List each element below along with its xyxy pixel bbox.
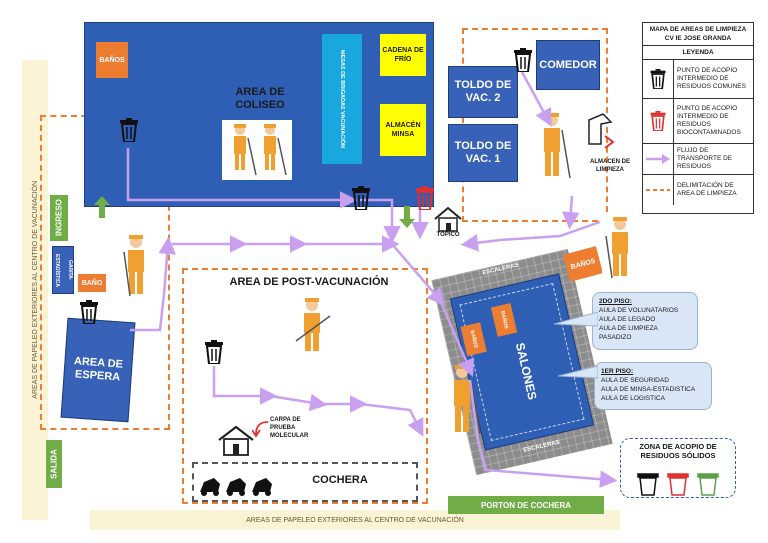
acopio-bins-icon [637, 473, 719, 496]
topico-label: TÓPICO [436, 232, 460, 238]
trash-bin-biocontaminated-coliseo-icon [416, 186, 434, 210]
legend-sym-flow [643, 144, 674, 174]
coliseo-title: AREA DE COLISEO [235, 86, 285, 111]
coliseo-banos: BAÑOS [96, 42, 128, 78]
trash-bin-red-icon [650, 111, 666, 131]
legend-text-bio: PUNTO DE ACOPIO INTERMEDIO DE RESIDUOS B… [677, 105, 741, 136]
legend-title-line2: CV IE JOSE GRANDA [664, 35, 732, 42]
piso1-title: 1ER PISO: [601, 368, 634, 375]
piso2-info: 2DO PISO: AULA DE VOLUNATARIOS AULA DE L… [592, 292, 698, 350]
cochera-area [192, 462, 418, 502]
piso2-item-4: PASADIZO [599, 334, 632, 341]
piso2-title: 2DO PISO: [599, 298, 632, 305]
almacen-limpieza-label: ALMACEN DE LIMPIEZA [590, 159, 630, 173]
cleaning-workers-coliseo-icon [222, 120, 292, 180]
papeleo-strip-left: AREAS DE PAPELEO EXTERIORES AL CENTRO DE… [22, 60, 48, 520]
carpa-pointer-arrow-icon [252, 421, 269, 438]
garita-estadistica: GARITA-ESTADÍSTICA [52, 246, 74, 294]
comedor: COMEDOR [536, 40, 600, 90]
salida-coliseo-arrow-icon [399, 206, 415, 228]
legend-text-delim: DELIMITACIÓN DE AREA DE LIMPIEZA [677, 182, 737, 197]
papeleo-strip-bottom: AREAS DE PAPELEO EXTERIORES AL CENTRO DE… [90, 510, 620, 530]
piso1-item-3: AULA DE LOGISTICA [601, 395, 665, 402]
cars-icon [200, 478, 272, 496]
trash-bin-post-vacunacion-icon [205, 340, 223, 364]
post-vacunacion-title: AREA DE POST-VACUNACIÓN [229, 276, 389, 288]
legend-sym-delim [643, 175, 674, 205]
trash-bin-coliseo-exit-icon [352, 186, 370, 210]
bubble-pointers [553, 311, 598, 379]
zona-acopio-title: ZONA DE ACOPIO DE RESIDUOS SÓLIDOS [639, 442, 717, 460]
piso1-item-1: AULA DE SEGURIDAD [601, 377, 669, 384]
legend-row-flow: FLUJO DE TRANSPORTE DE RESIDUOS [643, 143, 753, 174]
porton-cochera: PORTON DE COCHERA [448, 496, 604, 514]
garita-label: GARITA-ESTADÍSTICA [54, 253, 73, 287]
legend-row-bio: PUNTO DE ACOPIO INTERMEDIO DE RESIDUOS B… [643, 98, 753, 143]
papeleo-bottom-label: AREAS DE PAPELEO EXTERIORES AL CENTRO DE… [246, 516, 464, 524]
piso2-item-1: AULA DE VOLUNATARIOS [599, 307, 679, 314]
piso2-item-3: AULA DE LIMPIEZA [599, 325, 658, 332]
legend-text-common: PUNTO DE ACOPIO INTERMEDIO DE RESIDUOS C… [677, 67, 746, 90]
dashed-line-icon [646, 189, 670, 191]
legend-title-line1: MAPA DE AREAS DE LIMPIEZA [649, 26, 747, 33]
zona-acopio: ZONA DE ACOPIO DE RESIDUOS SÓLIDOS [620, 438, 736, 498]
almacen-limpieza-arrow-icon [588, 113, 615, 149]
legend-heading: LEYENDA [643, 45, 753, 59]
trash-bin-coliseo-icon [120, 118, 138, 142]
trash-bin-toldos-icon [514, 48, 532, 72]
piso2-item-2: AULA DE LEGADO [599, 316, 656, 323]
cleaning-worker-post-vacunacion-icon [295, 298, 331, 351]
legend-title: MAPA DE AREAS DE LIMPIEZA CV IE JOSE GRA… [643, 23, 753, 45]
cochera-label: COCHERA [312, 474, 368, 486]
cadena-frio: CADENA DE FRÍO [380, 34, 426, 76]
almacen-minsa: ALMACÉN MINSA [380, 104, 426, 156]
cleaning-worker-entrance-icon [120, 232, 156, 298]
topico-house-icon [434, 206, 462, 232]
brigadas-label: MESAS DE BRIGADAS VACUNACIÓN [339, 50, 345, 148]
trash-bin-black-icon [650, 69, 666, 89]
legend-sym-common [643, 60, 674, 98]
ingreso-arrow-icon [94, 196, 110, 218]
legend-row-common: PUNTO DE ACOPIO INTERMEDIO DE RESIDUOS C… [643, 59, 753, 98]
legend-text-flow: FLUJO DE TRANSPORTE DE RESIDUOS [677, 147, 733, 170]
toldo-vac-1: TOLDO DE VAC. 1 [448, 124, 518, 182]
brigadas-table-area: MESAS DE BRIGADAS VACUNACIÓN [322, 34, 362, 164]
legend-row-delim: DELIMITACIÓN DE AREA DE LIMPIEZA [643, 174, 753, 205]
entrance-bano: BAÑO [78, 274, 106, 292]
trash-bin-entrance-icon [80, 300, 98, 324]
carpa-house-icon [218, 425, 254, 456]
cleaning-delimitation-post-vacunacion [182, 268, 428, 504]
legend-panel: MAPA DE AREAS DE LIMPIEZA CV IE JOSE GRA… [642, 22, 754, 214]
piso1-item-2: AULA DE MINSA-ESTADISTICA [601, 386, 696, 393]
piso1-info: 1ER PISO: AULA DE SEGURIDAD AULA DE MINS… [594, 362, 712, 410]
flow-arrow-icon [646, 154, 670, 164]
cleaning-worker-salones-top-icon [602, 214, 638, 280]
carpa-label: CARPA DE PRUEBA MOLECULAR [270, 417, 309, 439]
toldo-vac-2: TOLDO DE VAC. 2 [448, 66, 518, 118]
legend-sym-bio [643, 99, 674, 143]
